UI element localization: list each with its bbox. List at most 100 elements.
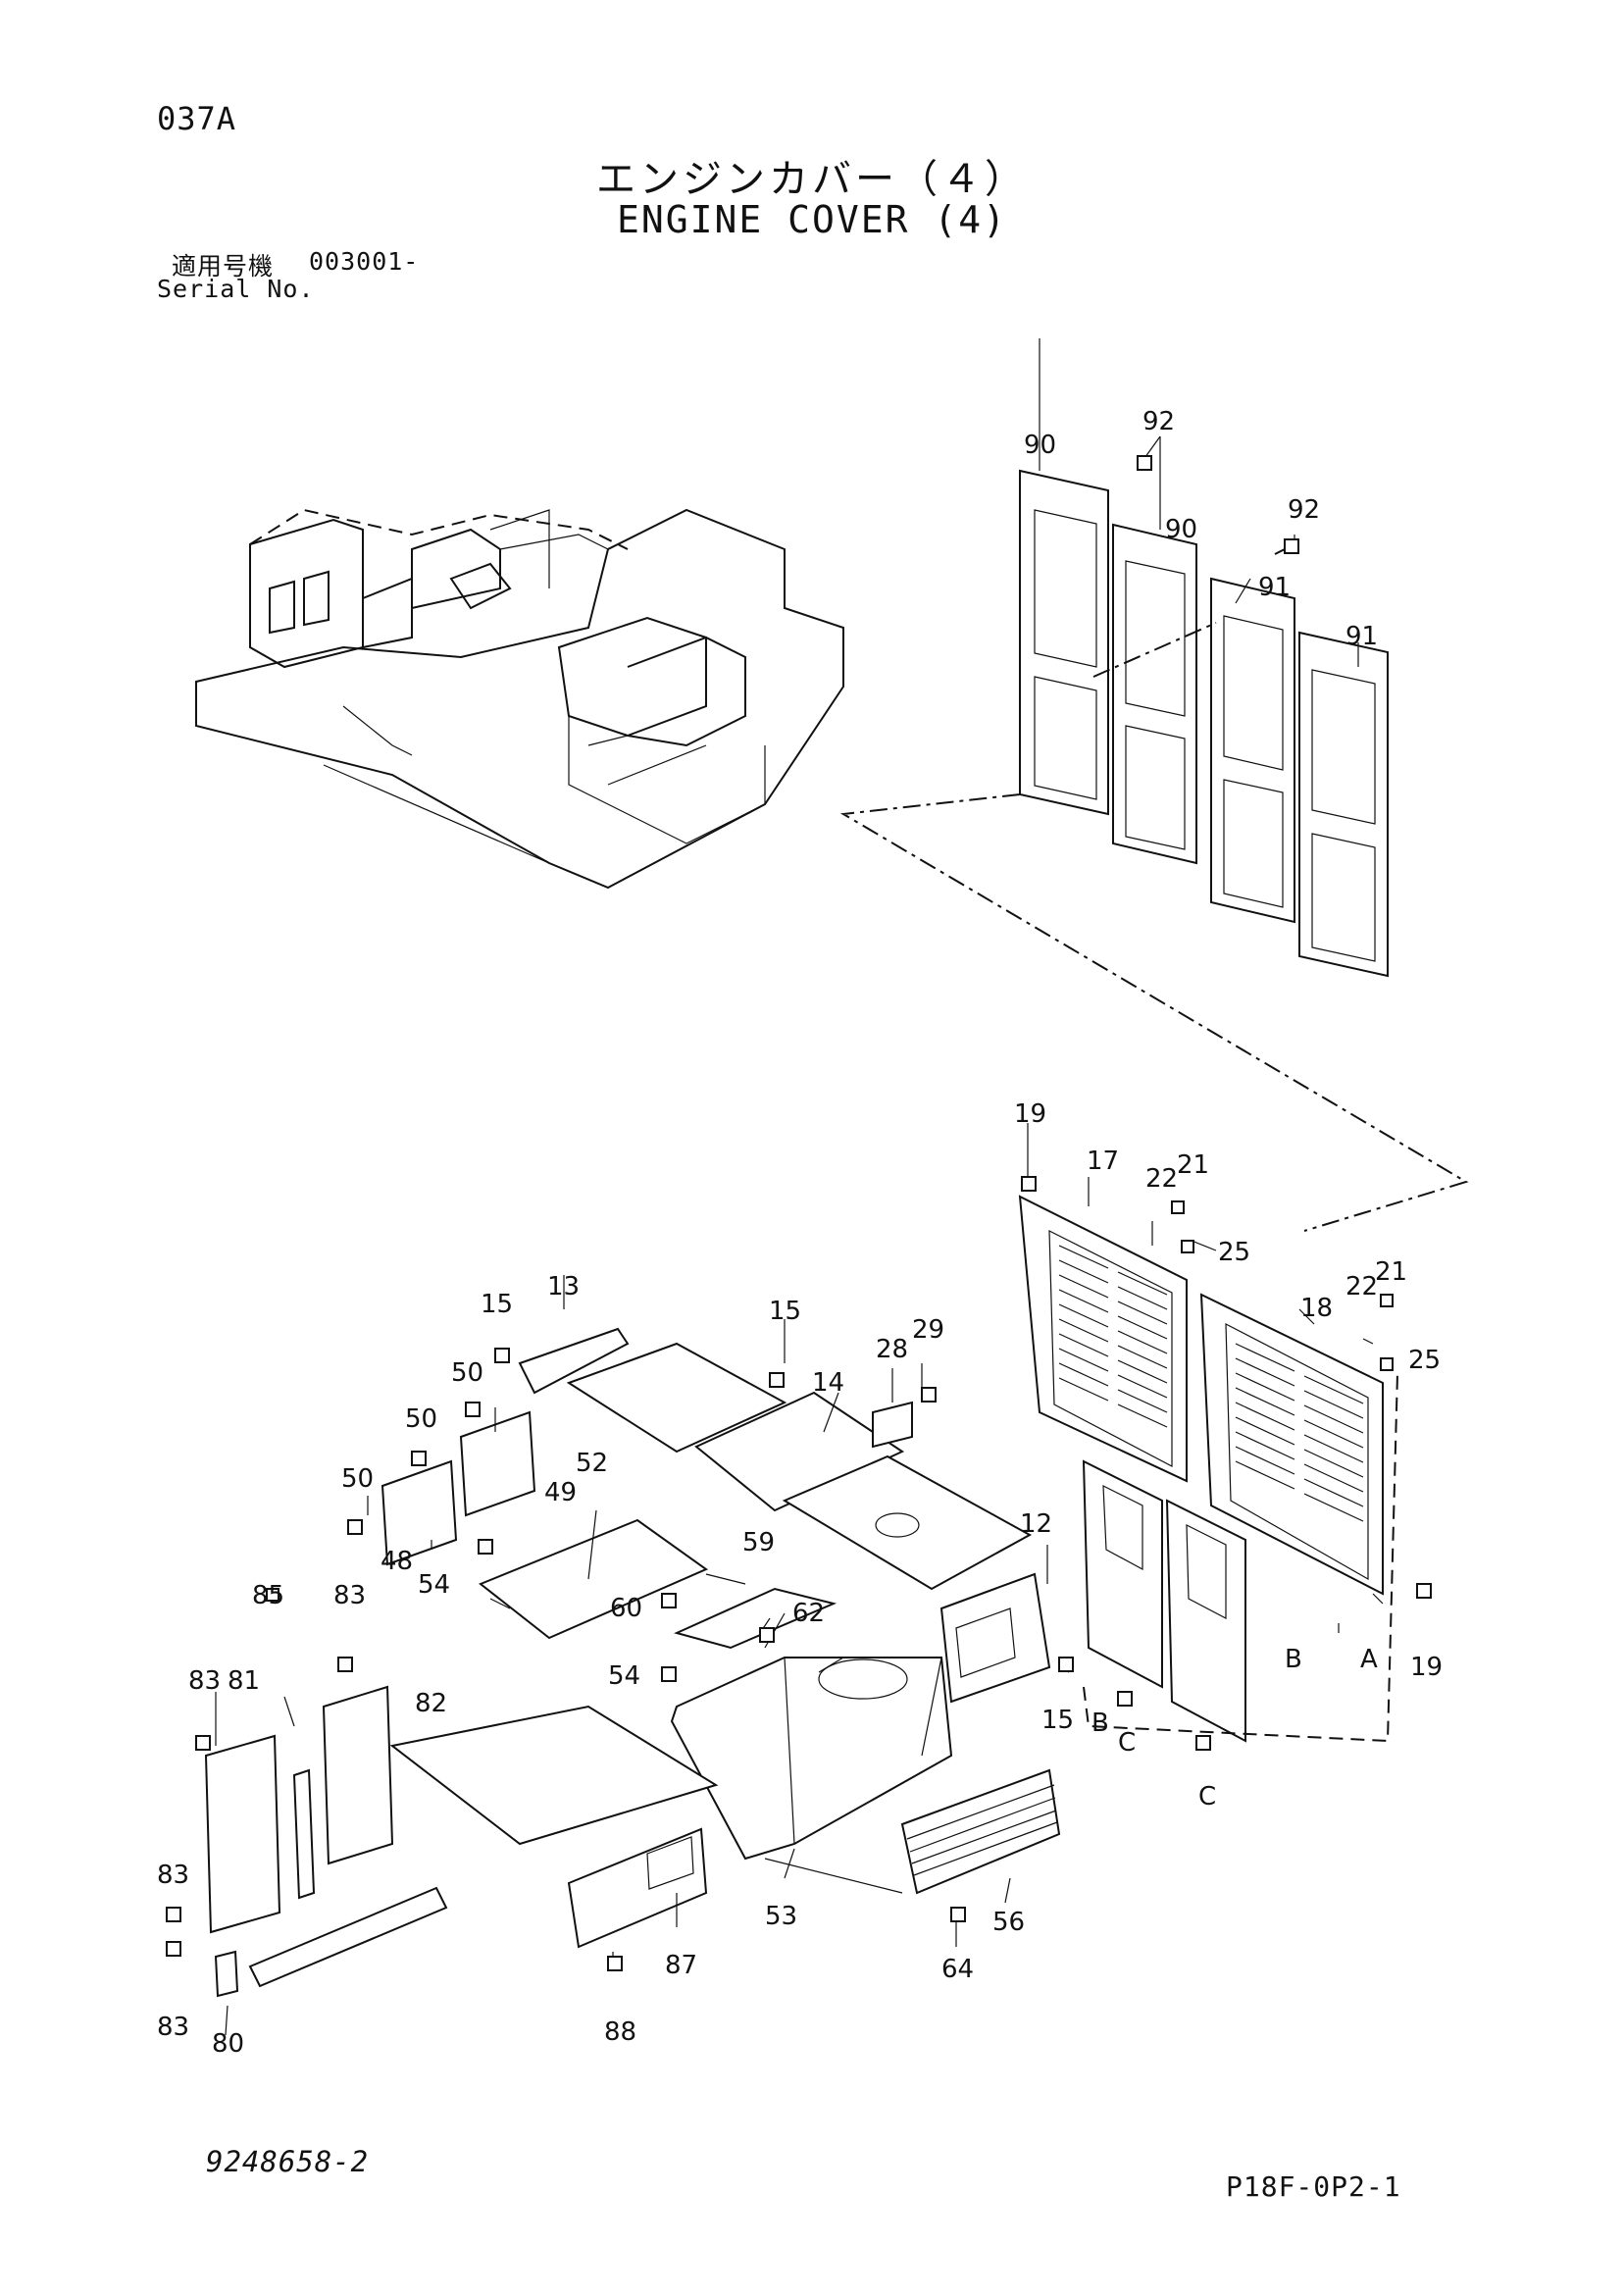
marker-c-lower: C [1198,1782,1216,1811]
upper-panel-group [518,1327,1033,1591]
callout-80: 80 [212,2029,244,2059]
bolt-25-b [1380,1357,1394,1371]
floor-plate [389,1705,719,1846]
block-28 [872,1401,913,1449]
serial-label-english: Serial No. [157,275,315,303]
callout-64: 64 [941,1955,974,1984]
callout-83d: 83 [157,2013,189,2042]
panel-82 [322,1685,394,1865]
bolt-fasteners [166,455,1432,1971]
callout-54b: 54 [608,1661,640,1691]
callout-28: 28 [876,1335,908,1364]
bolt-c-1 [1117,1691,1133,1707]
page-code: 037A [157,100,237,137]
bolt-83-c [166,1907,181,1922]
callout-88: 88 [604,2017,636,2047]
callout-91b: 91 [1345,622,1378,651]
bolt-83-b [195,1735,211,1751]
callout-83a: 83 [333,1581,366,1610]
marker-c-upper: C [1118,1728,1136,1758]
bolt-19-a [1021,1176,1037,1192]
callout-87: 87 [665,1951,697,1980]
bolt-c-2 [1195,1735,1211,1751]
bolt-64 [950,1907,966,1922]
deck-plate-upper [566,1342,787,1454]
cover-plate-group [839,460,1469,1232]
bracket-13 [518,1327,630,1395]
callout-50a: 50 [451,1358,483,1388]
machine-overview-drawing [195,508,844,890]
callout-25b: 25 [1408,1346,1441,1375]
cover-plate-91-left [1210,577,1295,924]
grille-frame-17 [1018,1195,1188,1483]
callout-17: 17 [1087,1147,1119,1176]
grille-frame-18 [1199,1293,1384,1596]
marker-b-left: B [1091,1709,1109,1738]
callout-53: 53 [765,1902,797,1931]
callout-56: 56 [992,1908,1025,1937]
bolt-92-b [1284,538,1299,554]
document-number: 9248658-2 [206,2145,370,2178]
oil-cooler-56 [900,1768,1061,1895]
callout-labels: 90 92 90 92 91 91 19 17 22 21 25 18 22 2… [157,407,1443,2059]
page-title-japanese: エンジンカバー（４） [596,157,1028,202]
bolt-15-b [769,1372,785,1388]
screen-panel-b-right [1165,1499,1246,1743]
callout-14: 14 [812,1368,844,1398]
serial-number-value: 003001- [309,247,420,276]
callout-60: 60 [610,1594,642,1623]
callout-90b: 90 [1165,515,1197,544]
callout-83c: 83 [157,1861,189,1890]
leader-lines [215,338,1384,2036]
rail-80 [248,1886,448,1988]
bolt-50-c [347,1519,363,1535]
bolt-50-b [411,1451,427,1466]
callout-59: 59 [742,1528,775,1557]
marker-a: A [1360,1645,1378,1674]
callout-25a: 25 [1218,1238,1250,1267]
callout-22b: 22 [1345,1272,1378,1301]
deck-plate-14 [694,1391,905,1512]
bolt-92-a [1137,455,1152,471]
marker-b-right: B [1285,1645,1302,1674]
side-cover-12 [939,1572,1051,1704]
panel-52 [479,1518,709,1640]
center-hood-group [670,1572,1061,1895]
callout-19b: 19 [1410,1653,1443,1682]
callout-15c: 15 [1041,1706,1074,1735]
callout-83b: 83 [188,1666,221,1696]
callout-91a: 91 [1258,573,1291,602]
callout-54a: 54 [418,1570,450,1600]
bolt-21-b [1380,1294,1394,1307]
bolt-88 [607,1956,623,1971]
deck-plate-lower [782,1454,1033,1591]
callout-22a: 22 [1145,1164,1178,1194]
panel-81 [204,1734,281,1934]
callout-52: 52 [576,1449,608,1478]
hood-53 [670,1657,953,1861]
callout-15b: 15 [769,1297,801,1326]
bolt-25-a [1181,1240,1194,1253]
grille-frame-group [1018,1195,1398,1743]
callout-19a: 19 [1014,1099,1046,1129]
callout-13: 13 [547,1272,580,1301]
callout-92a: 92 [1142,407,1175,436]
callout-21b: 21 [1375,1257,1407,1287]
panel-48 [381,1459,458,1566]
bolt-83-d [166,1941,181,1957]
page-reference: P18F-0P2-1 [1226,2170,1401,2203]
cover-plate-90-right [1112,523,1197,865]
callout-62: 62 [792,1599,825,1628]
bolt-29 [921,1387,937,1403]
page-title-english: ENGINE COVER (4) [616,198,1008,241]
side-cover-87 [567,1827,708,1949]
serial-label-japanese: 適用号機 [172,252,275,281]
panel-49 [459,1410,536,1517]
callout-90a: 90 [1024,431,1056,460]
callout-50c: 50 [341,1464,374,1494]
callout-48: 48 [381,1547,413,1576]
callout-85: 85 [252,1581,284,1610]
bolt-60 [661,1593,677,1608]
callout-18: 18 [1300,1294,1333,1323]
